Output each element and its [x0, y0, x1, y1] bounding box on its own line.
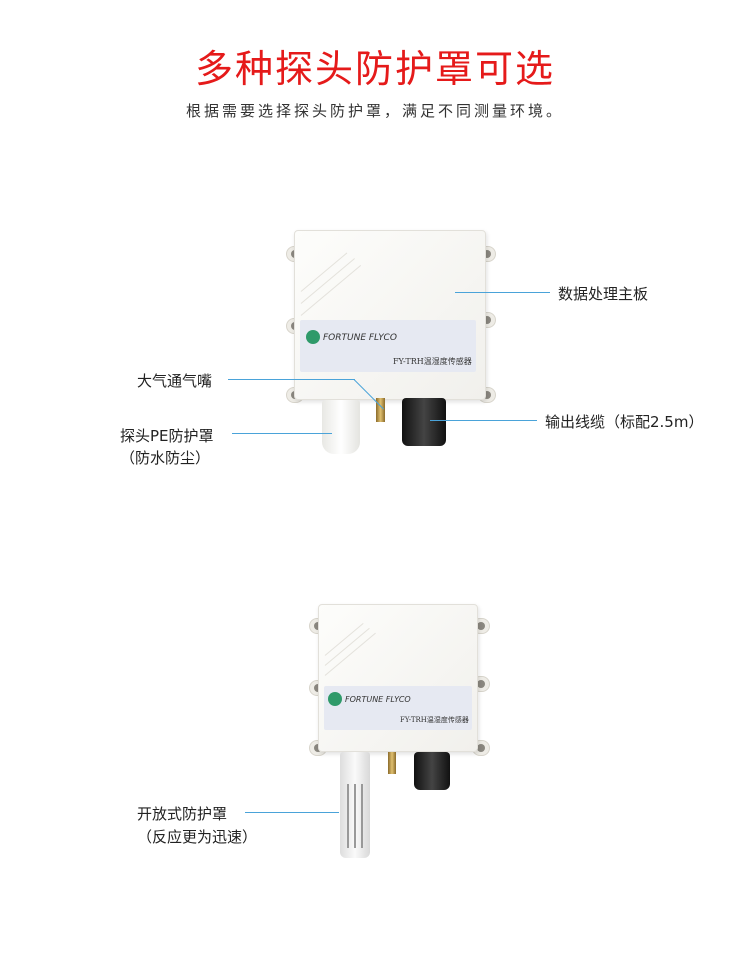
product-label [300, 320, 476, 372]
callout-board: 数据处理主板 [558, 285, 649, 303]
logo-icon [328, 692, 342, 706]
page-title: 多种探头防护罩可选 [194, 47, 555, 91]
enclosure-body [294, 230, 486, 400]
pe-probe-cover [322, 400, 360, 454]
brand-logo: FORTUNE FLYCO [328, 692, 411, 706]
callout-pe-probe: 探头PE防护罩 [120, 427, 214, 445]
brand-logo: FORTUNE FLYCO [306, 330, 397, 344]
callout-line [228, 379, 355, 380]
callout-open-probe-note: （反应更为迅速） [137, 828, 258, 846]
logo-icon [306, 330, 320, 344]
callout-open-probe: 开放式防护罩 [137, 805, 228, 823]
callout-nozzle: 大气通气嘴 [137, 372, 213, 390]
air-vent-nozzle [388, 752, 396, 774]
cable-gland [414, 752, 450, 790]
callout-line [232, 433, 332, 434]
model-text: FY-TRH温湿度传感器 [393, 357, 472, 366]
callout-line [245, 812, 339, 813]
callout-cable: 输出线缆（标配2.5m） [545, 413, 704, 431]
cable-gland [402, 398, 446, 446]
air-vent-nozzle [376, 398, 385, 422]
callout-line [455, 292, 550, 293]
product-label [324, 686, 472, 730]
callout-line [430, 420, 537, 421]
open-probe-cover [340, 752, 370, 858]
callout-pe-probe-note: （防水防尘） [120, 449, 211, 467]
model-text: FY-TRH温湿度传感器 [400, 716, 469, 724]
page-subtitle: 根据需要选择探头防护罩，满足不同测量环境。 [185, 102, 564, 120]
